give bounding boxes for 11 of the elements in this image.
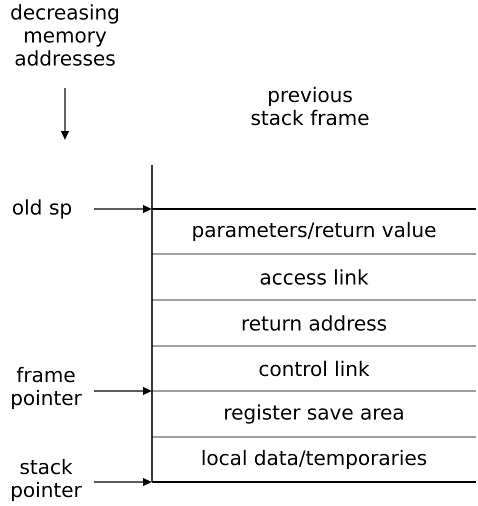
note-text: previous stack frame: [252, 86, 368, 126]
stack-slot: control link: [152, 360, 476, 392]
stack-slot: local data/temporaries: [202, 450, 426, 470]
pointer-label: old sp: [12, 199, 72, 219]
stack-slot: access link: [152, 269, 476, 300]
pointer-label: frame pointer: [12, 366, 82, 410]
stack-slot: register save area: [152, 404, 476, 438]
stack-slot: return address: [152, 315, 476, 346]
note-text: decreasing memory addresses: [11, 4, 118, 66]
pointer-label: stack pointer: [12, 458, 82, 502]
stack-slot: parameters/return value: [152, 222, 476, 254]
